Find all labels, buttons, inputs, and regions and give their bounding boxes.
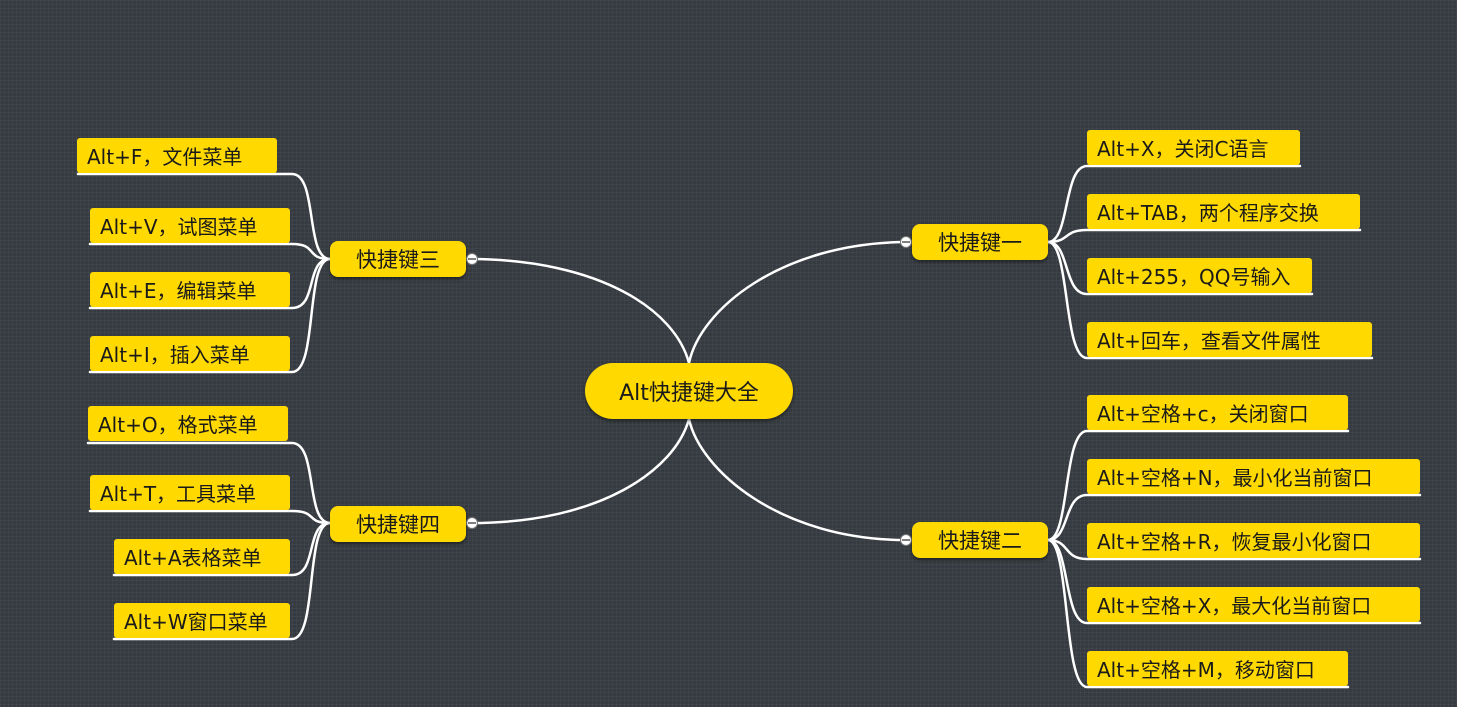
subtopic-node[interactable]: Alt+空格+X，最大化当前窗口: [1087, 587, 1420, 622]
topic-shortcut-three[interactable]: 快捷键三: [330, 241, 466, 277]
subtopic-node[interactable]: Alt+空格+R，恢复最小化窗口: [1087, 523, 1420, 558]
subtopic-node[interactable]: Alt+T，工具菜单: [90, 475, 290, 510]
subtopic-node[interactable]: Alt+空格+M，移动窗口: [1087, 651, 1348, 686]
subtopic-node[interactable]: Alt+V，试图菜单: [90, 208, 290, 243]
topic-shortcut-four[interactable]: 快捷键四: [330, 506, 466, 542]
subtopic-node[interactable]: Alt+X，关闭C语言: [1087, 130, 1300, 165]
collapse-toggle-topic-2: [900, 534, 912, 546]
topic-shortcut-one[interactable]: 快捷键一: [912, 224, 1048, 260]
collapse-toggle-topic-3: [466, 253, 478, 265]
subtopic-node[interactable]: Alt+E，编辑菜单: [90, 272, 290, 307]
subtopic-node[interactable]: Alt+空格+N，最小化当前窗口: [1087, 459, 1420, 494]
subtopic-node[interactable]: Alt+F，文件菜单: [77, 138, 277, 173]
subtopic-node[interactable]: Alt+W窗口菜单: [114, 603, 290, 638]
subtopic-node[interactable]: Alt+回车，查看文件属性: [1087, 322, 1372, 357]
subtopic-node[interactable]: Alt+A表格菜单: [114, 539, 290, 574]
collapse-toggle-topic-1: [900, 236, 912, 248]
subtopic-node[interactable]: Alt+空格+c，关闭窗口: [1087, 395, 1348, 430]
subtopic-node[interactable]: Alt+O，格式菜单: [88, 406, 288, 441]
collapse-toggle-topic-4: [466, 517, 478, 529]
subtopic-node[interactable]: Alt+I，插入菜单: [90, 336, 290, 371]
central-topic[interactable]: Alt快捷键大全: [585, 363, 793, 419]
subtopic-node[interactable]: Alt+TAB，两个程序交换: [1087, 194, 1360, 229]
subtopic-node[interactable]: Alt+255，QQ号输入: [1087, 258, 1312, 293]
topic-shortcut-two[interactable]: 快捷键二: [912, 522, 1048, 558]
